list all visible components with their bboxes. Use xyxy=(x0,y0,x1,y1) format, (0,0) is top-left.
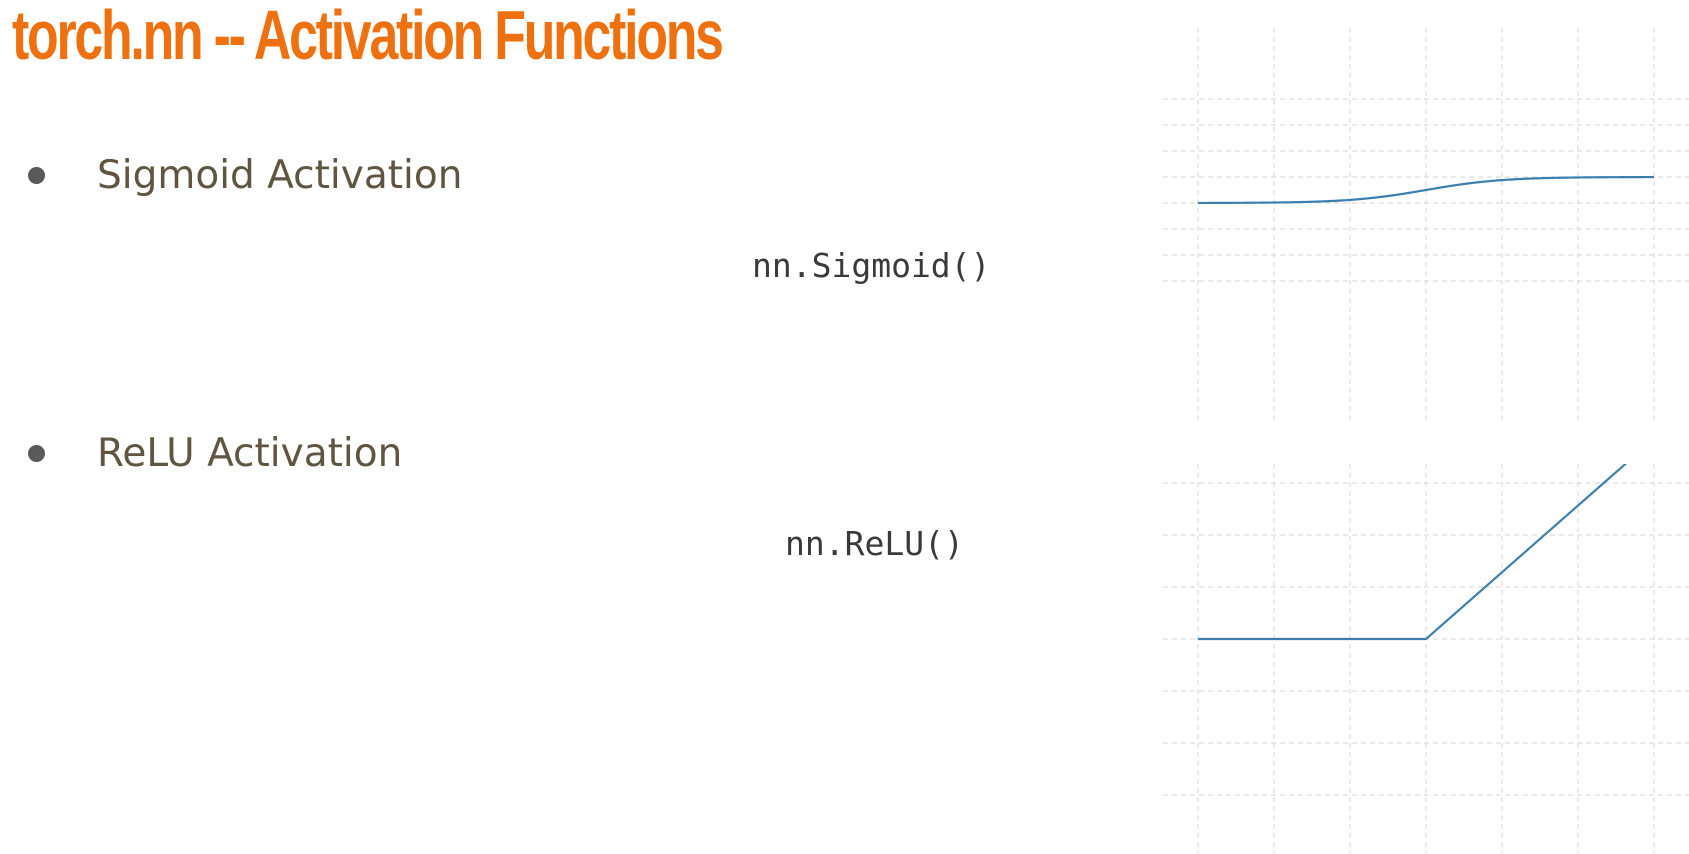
code-sigmoid: nn.Sigmoid() xyxy=(752,246,991,285)
bullet-dot-icon xyxy=(28,444,45,462)
bullet-label-relu: ReLU Activation xyxy=(97,430,403,476)
bullet-label-sigmoid: Sigmoid Activation xyxy=(97,152,463,198)
sigmoid-curve xyxy=(1197,175,1655,205)
code-relu: nn.ReLU() xyxy=(785,524,964,563)
sigmoid-plot-svg xyxy=(1163,28,1689,420)
relu-plot-svg xyxy=(1163,464,1689,854)
sigmoid-plot xyxy=(1163,28,1689,420)
relu-curve xyxy=(1198,464,1628,641)
bullet-item-relu: ReLU Activation xyxy=(28,428,402,478)
bullet-dot-icon xyxy=(28,166,45,184)
bullet-item-sigmoid: Sigmoid Activation xyxy=(28,150,462,200)
relu-plot xyxy=(1163,464,1689,854)
slide-title: torch.nn -- Activation Functions xyxy=(12,0,724,74)
